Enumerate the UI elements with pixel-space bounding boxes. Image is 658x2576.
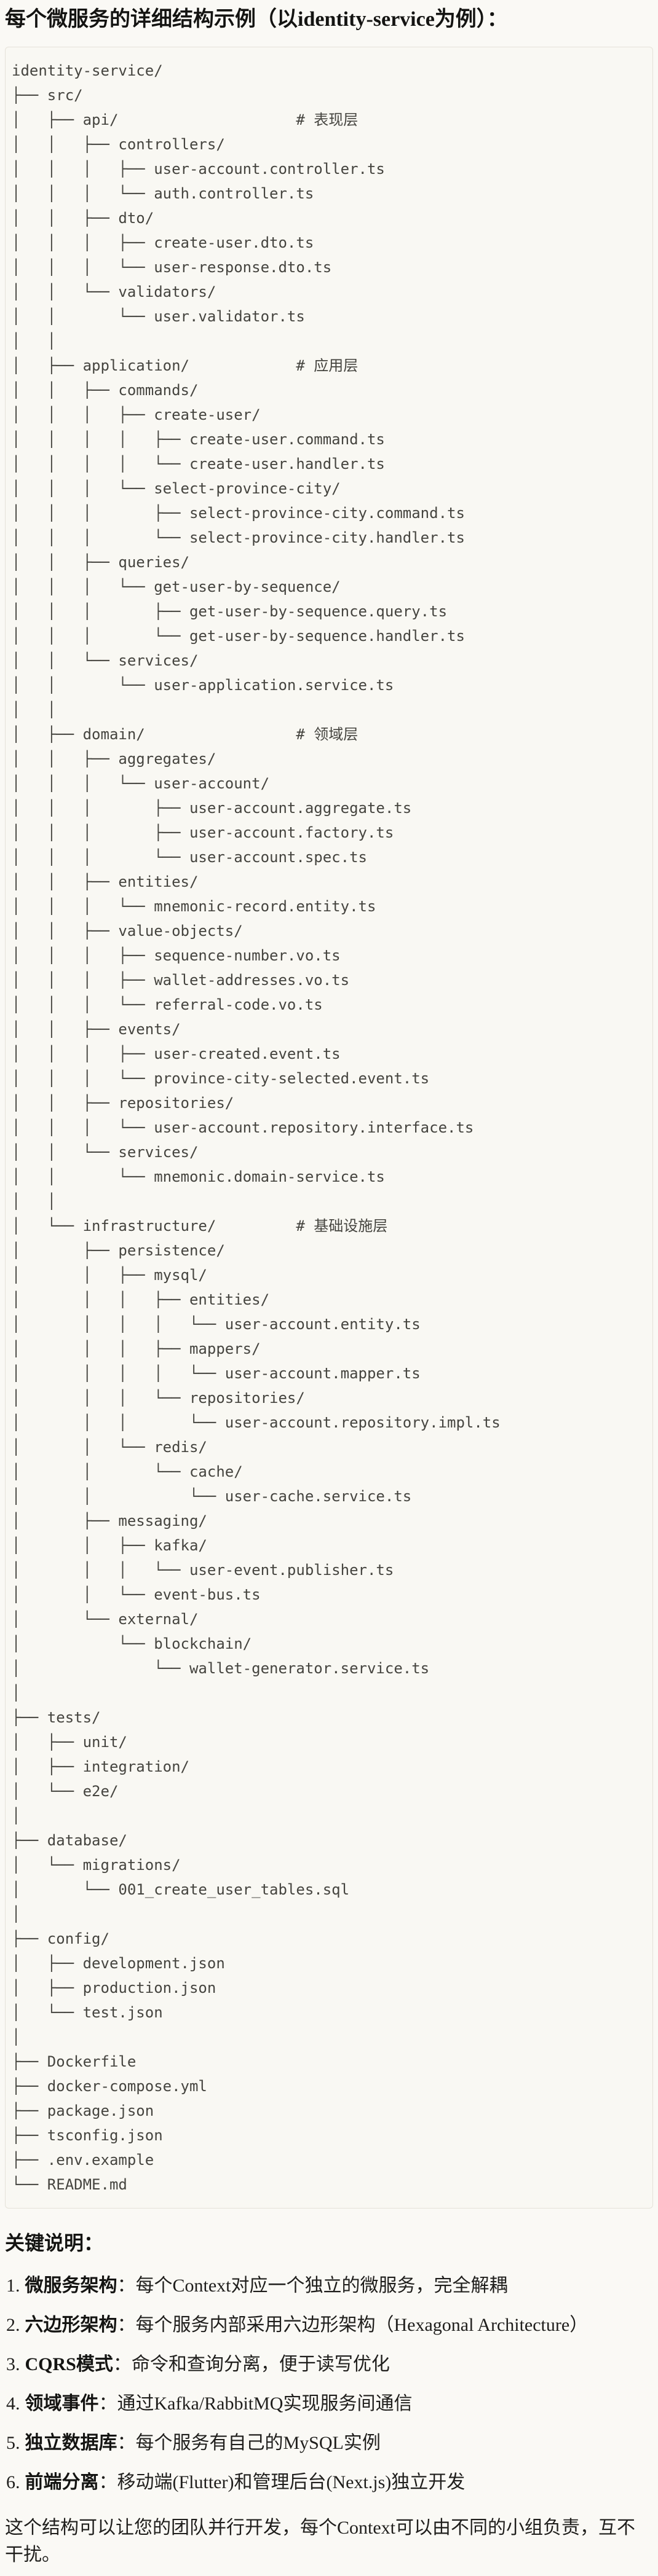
list-item-number: 1. [6,2276,20,2296]
list-item-label: 领域事件 [25,2393,99,2414]
list-item-label: 独立数据库 [25,2433,117,2453]
list-item-label: 六边形架构 [25,2315,117,2335]
list-item: 5.独立数据库：每个服务有自己的MySQL实例 [6,2430,653,2457]
directory-tree: identity-service/ ├── src/ │ ├── api/ # … [12,62,501,2193]
list-item-text: ：通过Kafka/RabbitMQ实现服务间通信 [98,2393,413,2414]
closing-paragraph: 这个结构可以让您的团队并行开发，每个Context可以由不同的小组负责，互不干扰… [5,2518,635,2565]
list-item-text: ：移动端(Flutter)和管理后台(Next.js)独立开发 [98,2472,466,2492]
list-item-text: ：每个服务内部采用六边形架构（Hexagonal Architecture） [117,2315,589,2335]
list-item: 1.微服务架构：每个Context对应一个独立的微服务，完全解耦 [6,2272,653,2299]
list-item-label: 前端分离 [25,2472,99,2492]
page-title: 每个微服务的详细结构示例（以identity-service为例）： [5,8,508,31]
list-item: 2.六边形架构：每个服务内部采用六边形架构（Hexagonal Architec… [6,2312,653,2339]
list-item-number: 5. [6,2433,20,2453]
list-item-text: ：每个Context对应一个独立的微服务，完全解耦 [117,2276,508,2296]
list-item-label: CQRS模式 [25,2354,113,2374]
document: 每个微服务的详细结构示例（以identity-service为例）： ident… [5,5,653,2569]
list-item-text: ：每个服务有自己的MySQL实例 [117,2433,381,2453]
list-item-text: ：命令和查询分离，便于读写优化 [113,2354,390,2374]
list-item-number: 3. [6,2354,20,2374]
list-item-number: 2. [6,2315,20,2335]
list-item: 6.前端分离：移动端(Flutter)和管理后台(Next.js)独立开发 [6,2469,653,2496]
list-item-number: 4. [6,2393,20,2414]
notes-heading: 关键说明： [5,2232,104,2254]
code-block-directory-tree: identity-service/ ├── src/ │ ├── api/ # … [5,47,653,2209]
list-item-label: 微服务架构 [25,2276,117,2296]
list-item: 3.CQRS模式：命令和查询分离，便于读写优化 [6,2351,653,2378]
list-item-number: 6. [6,2472,20,2492]
list-item: 4.领域事件：通过Kafka/RabbitMQ实现服务间通信 [6,2390,653,2417]
notes-section: 关键说明： 1.微服务架构：每个Context对应一个独立的微服务，完全解耦 2… [5,2229,653,2569]
